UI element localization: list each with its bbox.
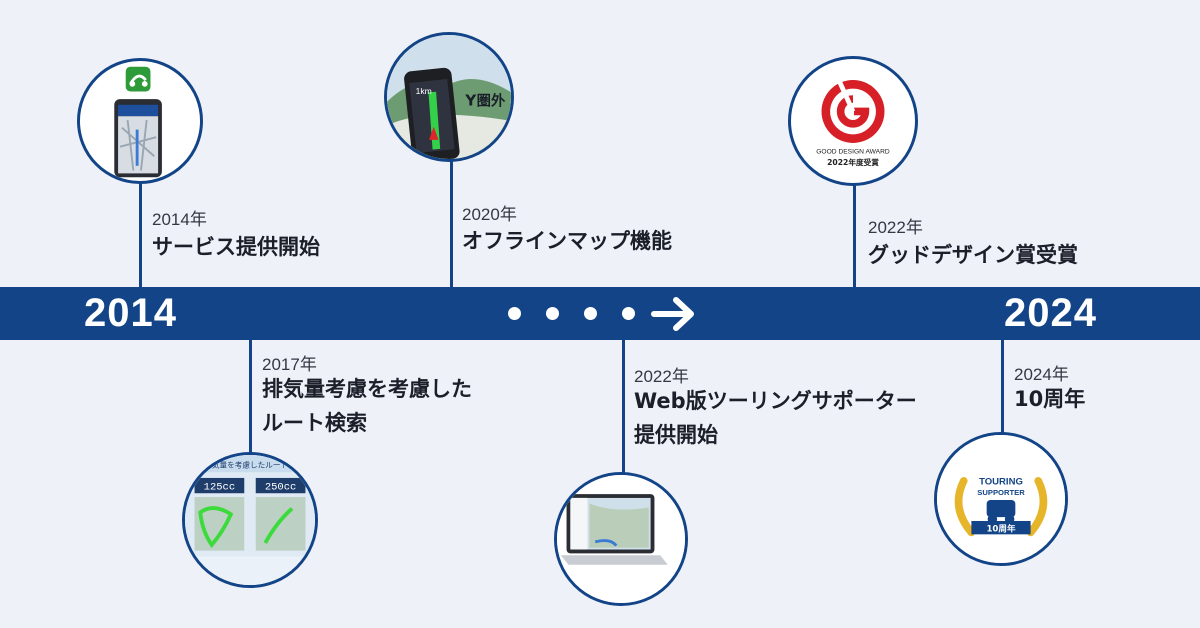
connector-line	[450, 155, 453, 288]
svg-text:SUPPORTER: SUPPORTER	[977, 488, 1025, 497]
event-title: オフラインマップ機能	[462, 229, 672, 253]
event-title: Web版ツーリングサポーター 提供開始	[634, 389, 917, 447]
event-title: 10周年	[1014, 387, 1086, 411]
dot	[584, 307, 597, 320]
svg-text:10周年: 10周年	[986, 522, 1016, 534]
svg-text:圏外: 圏外	[477, 92, 506, 110]
dot	[546, 307, 559, 320]
event-year: 2020年	[462, 205, 517, 224]
connector-line	[139, 180, 142, 288]
dot	[508, 307, 521, 320]
svg-text:Y: Y	[464, 92, 477, 110]
start-year: 2014	[84, 291, 177, 335]
event-year: 2024年	[1014, 365, 1069, 384]
event-title: 排気量考慮を考慮した ルート検索	[262, 377, 472, 435]
event-year: 2022年	[634, 367, 689, 386]
connector-line	[853, 180, 856, 288]
svg-text:2022年度受賞: 2022年度受賞	[827, 157, 879, 167]
end-year: 2024	[1004, 291, 1097, 335]
dot	[622, 307, 635, 320]
event-image-10th-anniversary: TOURING SUPPORTER 10周年	[934, 432, 1068, 566]
arrow-right-icon	[651, 297, 694, 331]
timeline-band: 2014 2024	[0, 287, 1200, 340]
svg-text:気量を考慮したルート: 気量を考慮したルート	[212, 459, 288, 469]
connector-line	[1001, 340, 1004, 436]
event-year: 2014年	[152, 210, 207, 229]
event-image-app-launch	[77, 58, 203, 184]
svg-text:125cc: 125cc	[204, 481, 236, 493]
event-year: 2017年	[262, 355, 317, 374]
event-image-offline-map: 1km Y 圏外	[384, 32, 514, 162]
event-image-good-design-award: GOOD DESIGN AWARD 2022年度受賞	[788, 56, 918, 186]
event-image-laptop	[554, 472, 688, 606]
svg-text:250cc: 250cc	[265, 481, 297, 493]
event-title: サービス提供開始	[152, 235, 320, 259]
svg-text:TOURING: TOURING	[979, 477, 1023, 488]
connector-line	[249, 340, 252, 458]
event-year: 2022年	[868, 218, 923, 237]
event-image-route-search: 気量を考慮したルート 125cc 250cc	[182, 452, 318, 588]
svg-text:1km: 1km	[416, 86, 432, 96]
connector-line	[622, 340, 625, 478]
svg-text:GOOD DESIGN AWARD: GOOD DESIGN AWARD	[816, 148, 890, 155]
event-title: グッドデザイン賞受賞	[868, 243, 1078, 267]
